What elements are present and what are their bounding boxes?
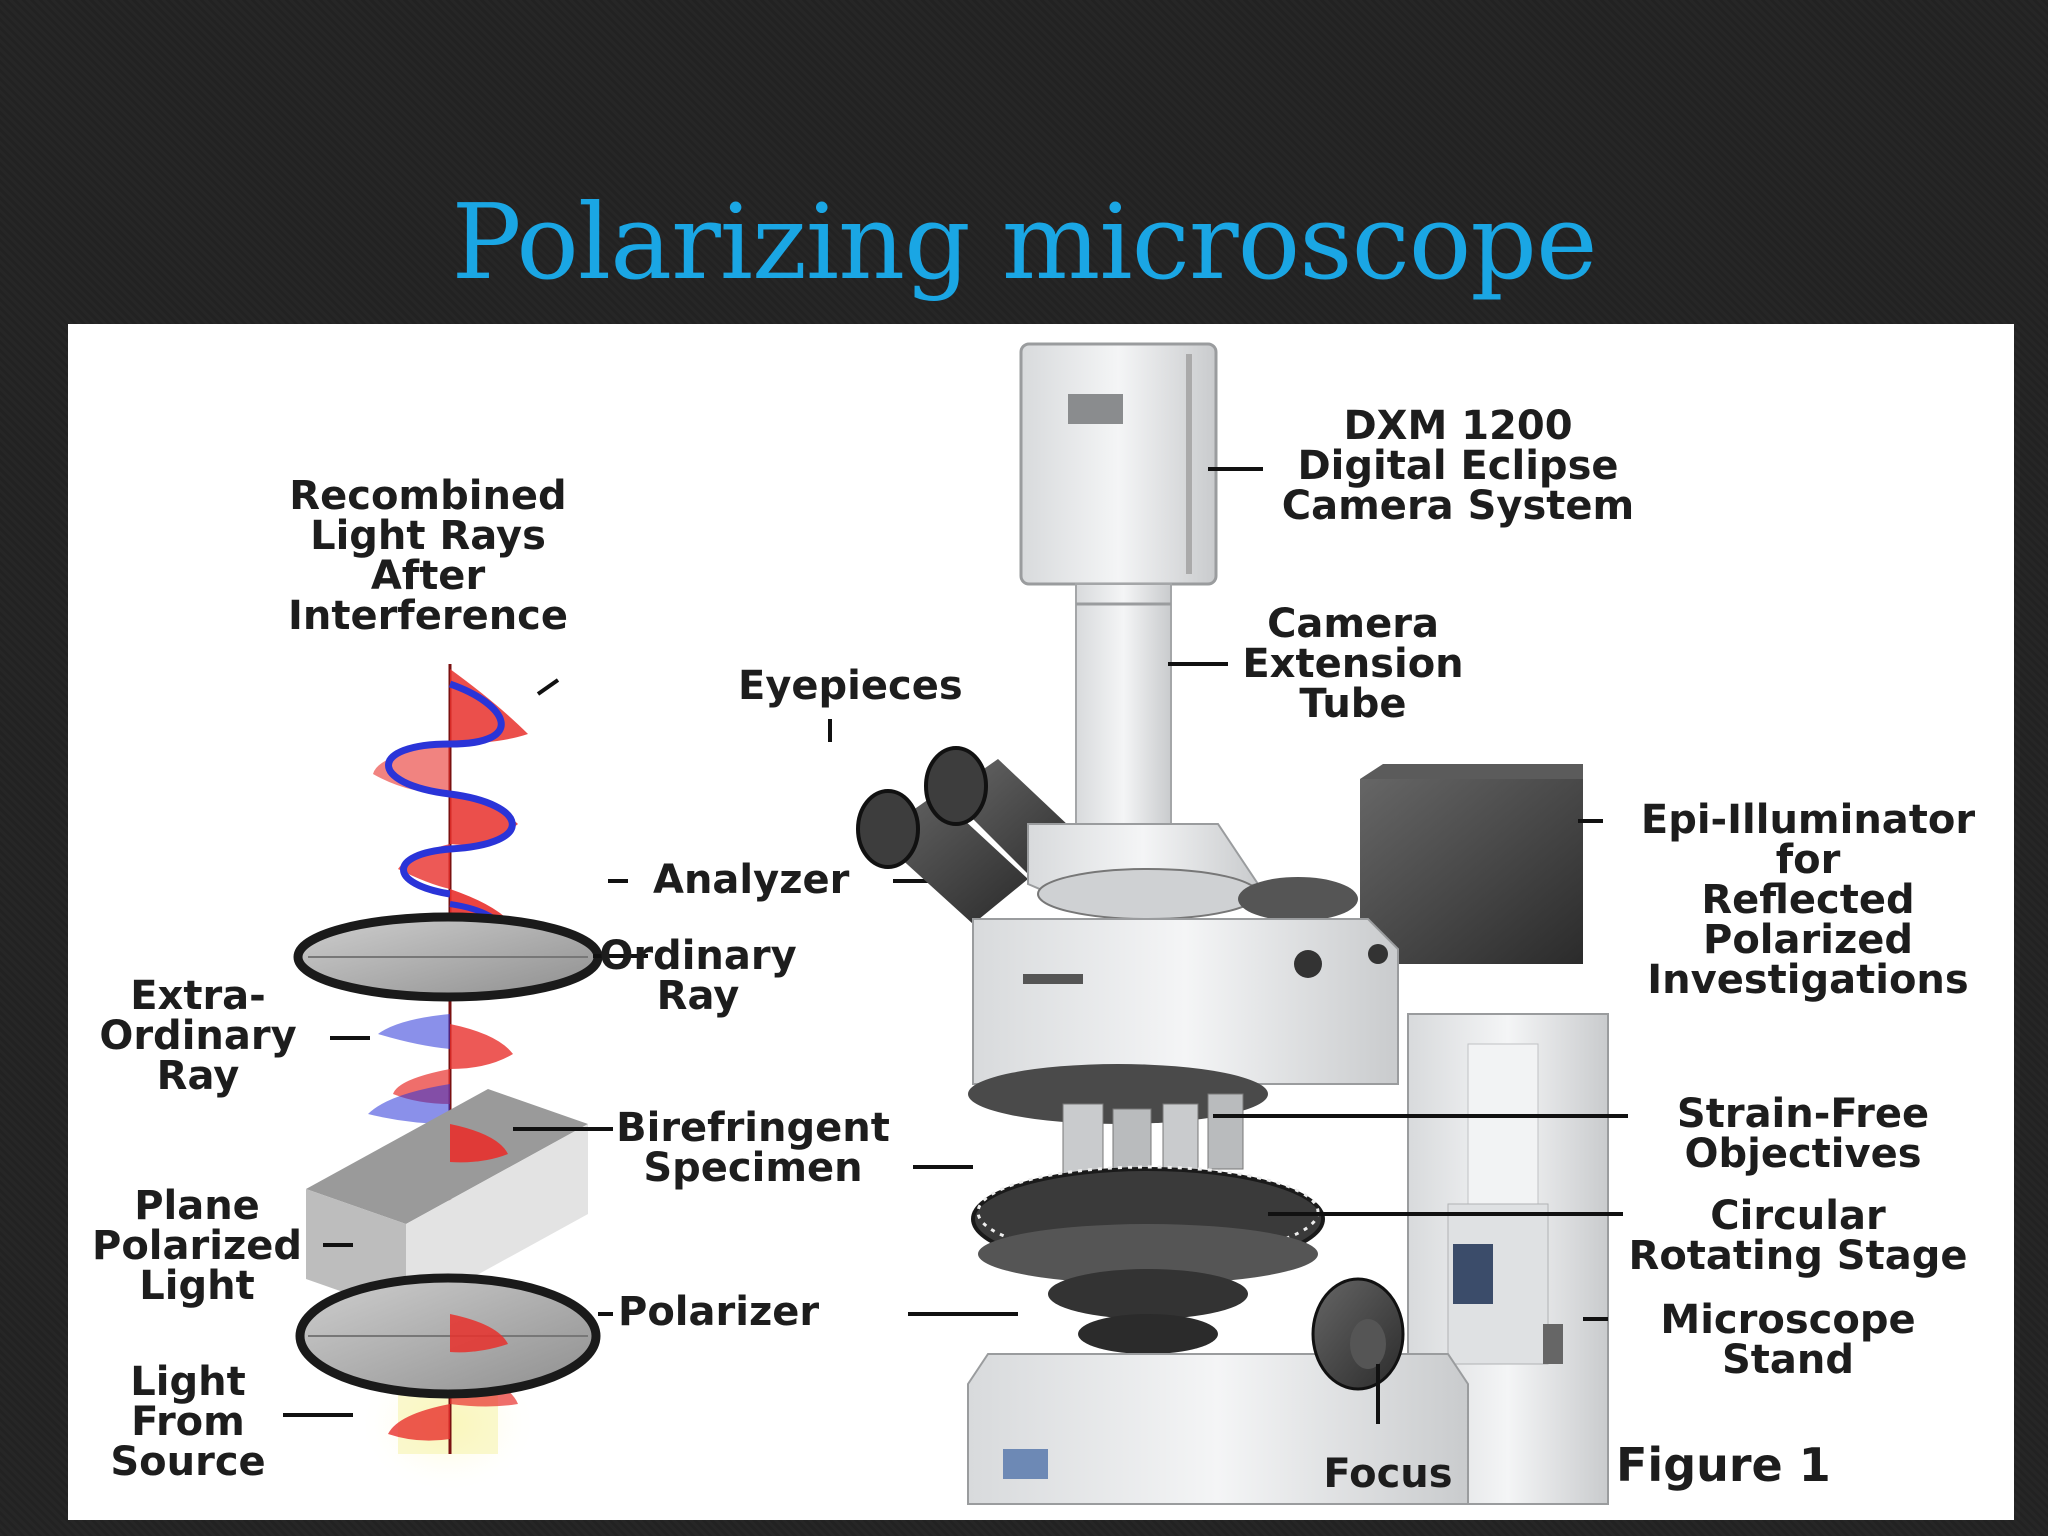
- microscope-stand-icon: [1407, 1013, 1609, 1505]
- extension-tube-icon: [1075, 583, 1172, 825]
- analyzer-plate-icon: [293, 912, 603, 1002]
- figure-panel: Recombined Light Rays After Interference…: [68, 324, 2014, 1520]
- label-light-from-source: Light From Source: [110, 1359, 266, 1485]
- label-eyepieces: Eyepieces: [738, 663, 963, 709]
- label-polarizer: Polarizer: [618, 1289, 820, 1335]
- label-birefringent-specimen: Birefringent Specimen: [616, 1105, 890, 1191]
- polarizer-plate-icon: [295, 1273, 601, 1399]
- label-rotating-stage: Circular Rotating Stage: [1628, 1193, 1968, 1279]
- label-plane-polarized-light: Plane Polarized Light: [92, 1183, 302, 1309]
- camera-body-icon: [1019, 342, 1218, 586]
- focus-knob-icon: [1311, 1277, 1405, 1391]
- figure-caption: Figure 1: [1616, 1438, 1831, 1492]
- label-epi-illuminator: Epi-Illuminator for Reflected Polarized …: [1640, 797, 1976, 1003]
- microscope-head-icon: [1027, 823, 1358, 921]
- condenser-icon: [1048, 1269, 1248, 1354]
- label-analyzer: Analyzer: [653, 857, 850, 903]
- label-recombined-light: Recombined Light Rays After Interference: [287, 473, 569, 639]
- label-camera-system: DXM 1200 Digital Eclipse Camera System: [1281, 403, 1635, 529]
- label-extraordinary-ray: Extra- Ordinary Ray: [99, 973, 297, 1099]
- slide-title: Polarizing microscope: [451, 181, 1597, 303]
- microscope-leader-lines: [828, 467, 1628, 1424]
- epi-illuminator-icon: [1360, 764, 1583, 964]
- label-ordinary-ray: Ordinary Ray: [599, 933, 797, 1019]
- diagram-artwork: [283, 342, 1628, 1505]
- rotating-stage-icon: [971, 1165, 1325, 1284]
- microscope-base-icon: [967, 1353, 1469, 1505]
- label-focus: Focus: [1323, 1451, 1453, 1497]
- label-microscope-stand: Microscope Stand: [1660, 1297, 1916, 1383]
- label-extension-tube: Camera Extension Tube: [1242, 601, 1464, 727]
- microscope-body-icon: [972, 918, 1399, 1085]
- recombined-wave-icon: [373, 669, 528, 953]
- label-strain-free-objectives: Strain-Free Objectives: [1676, 1091, 1930, 1177]
